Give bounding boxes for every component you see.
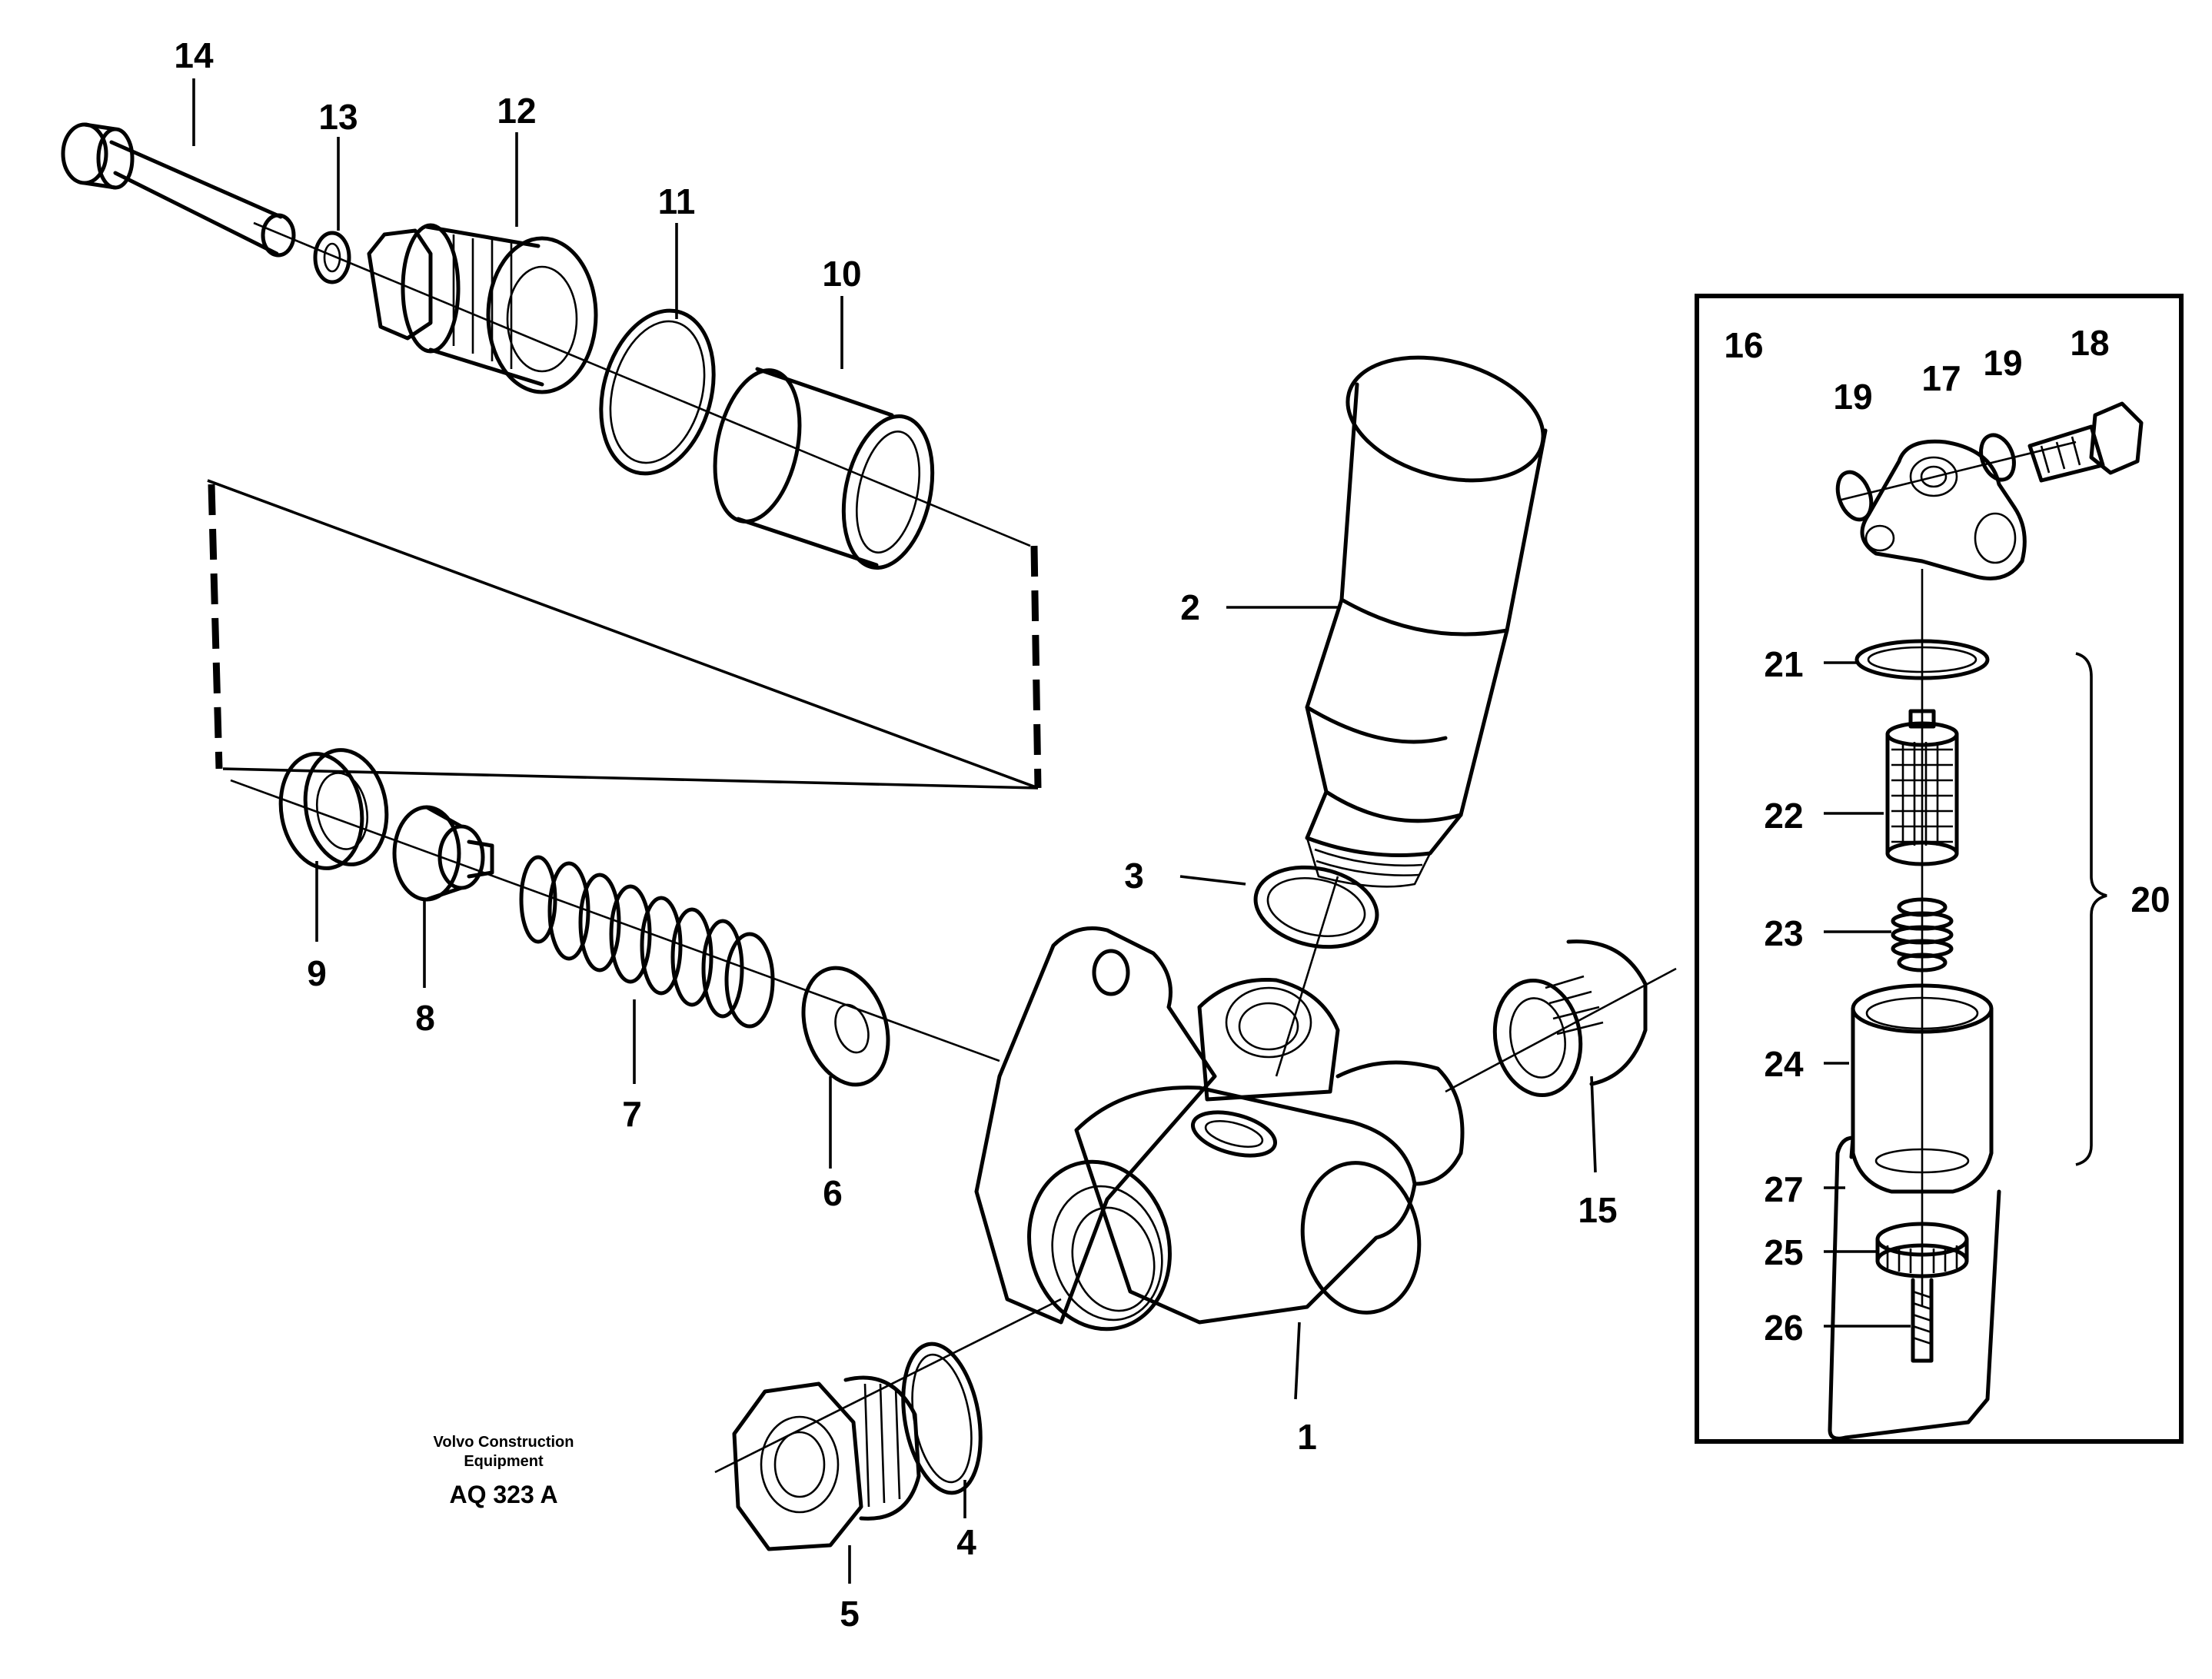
middle-assembly-axis xyxy=(230,779,1000,1062)
callout-23: 23 xyxy=(1764,913,1803,953)
callout-3: 3 xyxy=(1124,856,1144,896)
part-23-spring xyxy=(1891,897,1954,972)
part-19-washer-left xyxy=(1835,470,1874,522)
callout-6: 6 xyxy=(823,1173,843,1213)
callout-14: 14 xyxy=(174,35,214,75)
part-8-valve-disc xyxy=(392,805,494,902)
part-9-cup-ring xyxy=(278,748,389,870)
callout-25: 25 xyxy=(1764,1232,1803,1272)
callout-16: 16 xyxy=(1724,325,1763,365)
callout-19-left: 19 xyxy=(1833,377,1872,417)
part-24-bowl xyxy=(1851,983,1994,1194)
part-17-fitting xyxy=(1860,439,2027,580)
callout-19-right: 19 xyxy=(1983,343,2022,383)
bracket-20 xyxy=(2075,652,2107,1166)
part-11-o-ring xyxy=(599,308,716,476)
part-19-washer-right xyxy=(1979,433,2016,482)
callout-20: 20 xyxy=(2131,879,2170,919)
callout-2: 2 xyxy=(1180,587,1200,627)
part-7-spring xyxy=(519,855,775,1029)
part-3-o-ring xyxy=(1253,865,1379,949)
part-10-sleeve xyxy=(713,367,935,570)
callout-27: 27 xyxy=(1764,1169,1803,1209)
part-1-pump-housing xyxy=(974,926,1465,1332)
callout-11: 11 xyxy=(658,181,696,221)
part-12-plug xyxy=(367,223,598,394)
callout-1: 1 xyxy=(1297,1417,1317,1457)
part-15-plug xyxy=(1492,939,1648,1097)
caption-manufacturer-line1: Volvo Construction xyxy=(434,1434,574,1451)
caption-drawing-code: AQ 323 A xyxy=(449,1481,557,1508)
callout-26: 26 xyxy=(1764,1308,1803,1348)
inset-frame xyxy=(1695,294,2184,1444)
part-5-plug-nut xyxy=(732,1375,921,1551)
part-21-o-ring xyxy=(1854,639,1990,680)
top-assembly-axis xyxy=(253,221,1031,547)
caption-manufacturer-line2: Equipment xyxy=(464,1453,544,1470)
callout-21: 21 xyxy=(1764,644,1803,684)
filter-axis xyxy=(1275,876,1339,1077)
callout-8: 8 xyxy=(415,998,435,1038)
callout-7: 7 xyxy=(622,1094,642,1134)
part-22-filter-element xyxy=(1885,709,1959,866)
leader-lines xyxy=(192,78,1911,1584)
callout-22: 22 xyxy=(1764,796,1803,836)
callout-9: 9 xyxy=(307,953,327,993)
part-25-nut xyxy=(1875,1222,1969,1278)
part-27-clamp xyxy=(1828,1135,2001,1441)
part-18-banjo-bolt xyxy=(2027,401,2144,483)
inset-top-axis xyxy=(1841,441,2077,501)
callout-15: 15 xyxy=(1578,1190,1617,1230)
callout-5: 5 xyxy=(840,1594,860,1634)
callout-12: 12 xyxy=(497,91,536,131)
part-2-filter-cartridge xyxy=(1305,355,1548,888)
right-axis xyxy=(1445,967,1677,1093)
part-26-screw xyxy=(1911,1278,1934,1363)
callout-17: 17 xyxy=(1921,358,1961,398)
part-6-washer xyxy=(801,966,890,1087)
callout-4: 4 xyxy=(956,1522,976,1562)
part-4-o-ring xyxy=(901,1342,983,1495)
dashed-frame xyxy=(207,479,1042,790)
part-14-bolt xyxy=(61,122,296,258)
part-13-washer xyxy=(313,231,351,284)
callout-24: 24 xyxy=(1764,1044,1804,1084)
callout-18: 18 xyxy=(2070,323,2109,363)
callout-10: 10 xyxy=(822,254,861,294)
callout-13: 13 xyxy=(318,97,358,137)
